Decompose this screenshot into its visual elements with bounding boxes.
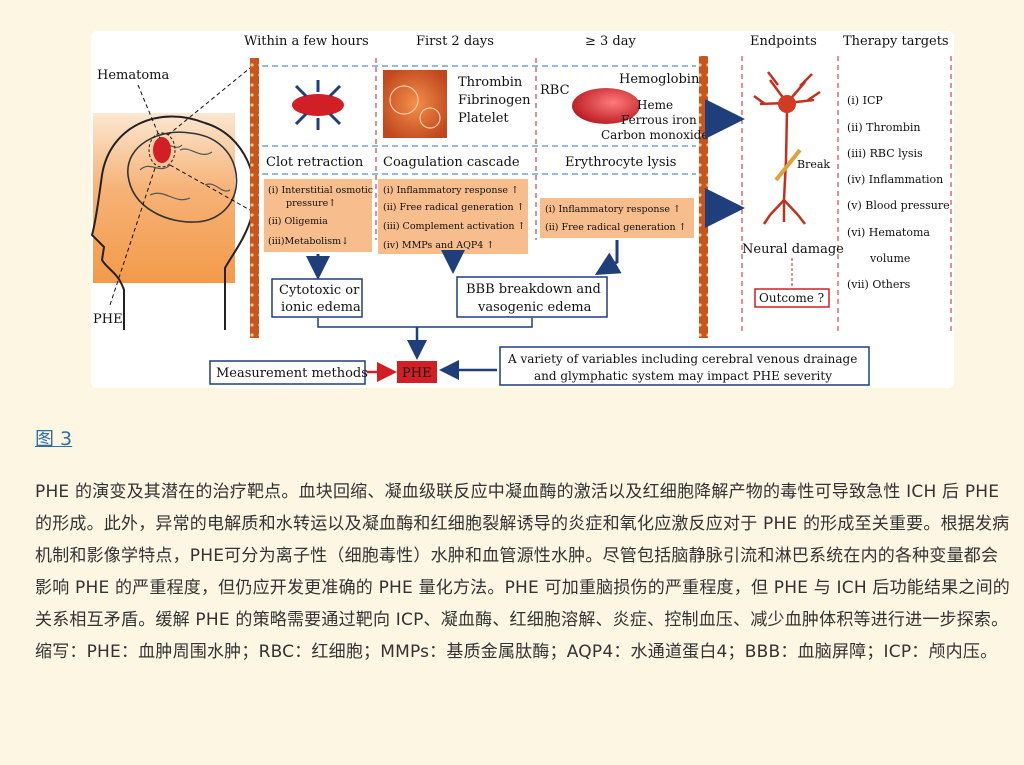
phe-pointer	[109, 167, 156, 306]
therapy-target-7: (vii) Others	[847, 278, 911, 291]
rbc-label: RBC	[540, 83, 570, 98]
break-bolt	[774, 148, 802, 182]
clot-box	[264, 179, 372, 252]
phase-header-endpoints: Endpoints	[750, 34, 817, 49]
therapy-target-4: (iv) Inflammation	[847, 173, 943, 186]
neural-damage-label: Neural damage	[742, 242, 844, 257]
lysis-item-1: (i) Inflammatory response ↑	[545, 204, 681, 215]
coag-box	[378, 179, 528, 254]
coag-item-3: (iii) Complement activation ↑	[383, 221, 525, 232]
measurement-label: Measurement methods	[216, 366, 368, 381]
lysis-item-2: (ii) Free radical generation ↑	[545, 222, 687, 233]
coag-item-1: (i) Inflammatory response ↑	[383, 185, 519, 196]
phase-header-3days: ≥ 3 day	[585, 34, 637, 49]
coag-title: Coagulation cascade	[383, 155, 520, 170]
lysis-box	[540, 198, 694, 238]
hematoma-blob	[153, 137, 171, 163]
break-label: Break	[797, 158, 830, 171]
coag-cell-1	[389, 85, 419, 115]
measurement-box	[209, 360, 366, 385]
lysis-title: Erythrocyte lysis	[565, 155, 676, 170]
hemoglobin-label: Hemoglobin	[619, 72, 700, 87]
therapy-target-6b: volume	[869, 252, 910, 265]
cytotoxic-line-2: ionic edema	[281, 300, 361, 315]
phase-header-therapy: Therapy targets	[843, 34, 949, 49]
zoom-line-bottom	[169, 164, 251, 211]
clot-item-1: (i) Interstitial osmotic	[268, 185, 373, 196]
clot-icon	[292, 94, 344, 116]
brain-folds	[139, 144, 231, 201]
therapy-target-6: (vi) Hematoma	[847, 226, 930, 239]
clot-arrows	[294, 80, 342, 130]
phe-side-label: PHE	[93, 312, 123, 327]
thrombin-label: Thrombin	[458, 75, 523, 90]
phe-box-label: PHE	[402, 366, 432, 381]
timeline-bar-left	[250, 58, 259, 338]
coag-item-4: (iv) MMPs and AQP4 ↑	[383, 240, 494, 251]
arrow-lysis-down	[594, 240, 622, 276]
ferrous-iron-label: Ferrous iron	[621, 113, 697, 127]
coagulation-image	[383, 70, 447, 138]
phase-header-hours: Within a few hours	[244, 34, 369, 49]
clot-item-1b: pressure↑	[286, 198, 336, 209]
therapy-target-5: (v) Blood pressure	[847, 199, 950, 212]
zoom-line-top	[167, 67, 251, 136]
outcome-label: Outcome ?	[759, 291, 824, 305]
therapy-target-1: (i) ICP	[847, 94, 883, 107]
platelet-label: Platelet	[458, 111, 509, 126]
phe-region	[148, 132, 176, 168]
heme-label: Heme	[637, 98, 673, 112]
neuron-soma	[778, 95, 796, 113]
timeline-bar-right	[699, 56, 708, 338]
cytotoxic-line-1: Cytotoxic or	[279, 283, 360, 298]
variables-line-1: A variety of variables including cerebra…	[507, 352, 857, 366]
figure-caption: PHE 的演变及其潜在的治疗靶点。血块回缩、凝血级联反应中凝血酶的激活以及红细胞…	[35, 482, 1011, 662]
phase-header-2days: First 2 days	[416, 34, 494, 49]
clot-item-2: (ii) Oligemia	[268, 216, 328, 227]
brain-outline	[127, 131, 238, 223]
figure-panel: Hematoma PHE Within a few hours First 2 …	[91, 31, 954, 388]
hematoma-label: Hematoma	[97, 68, 169, 83]
coag-item-2: (ii) Free radical generation ↑	[383, 202, 525, 213]
phe-box	[397, 361, 437, 383]
outcome-box	[754, 288, 830, 308]
coag-cell-2	[419, 107, 441, 129]
therapy-target-2: (ii) Thrombin	[847, 121, 921, 134]
figure-diagram: Hematoma PHE Within a few hours First 2 …	[91, 34, 952, 386]
vasogenic-line-1: BBB breakdown and	[466, 282, 601, 297]
neuron-illustration	[753, 71, 821, 225]
edema-connector	[317, 318, 533, 328]
cytotoxic-edema-box	[271, 278, 363, 318]
vasogenic-line-2: vasogenic edema	[477, 300, 592, 315]
clot-item-3: (iii)Metabolism↓	[268, 236, 349, 247]
vasogenic-edema-box	[456, 276, 608, 318]
figure-link[interactable]: 图 3	[35, 428, 73, 450]
therapy-target-3: (iii) RBC lysis	[847, 147, 923, 160]
carbon-monoxide-label: Carbon monoxide	[601, 128, 708, 142]
rbc-icon	[572, 88, 640, 124]
variables-box	[499, 346, 870, 386]
variables-line-2: and glymphatic system may impact PHE sev…	[534, 369, 832, 383]
fibrinogen-label: Fibrinogen	[458, 93, 531, 108]
clot-title: Clot retraction	[266, 155, 364, 170]
hematoma-pointer	[137, 84, 161, 139]
